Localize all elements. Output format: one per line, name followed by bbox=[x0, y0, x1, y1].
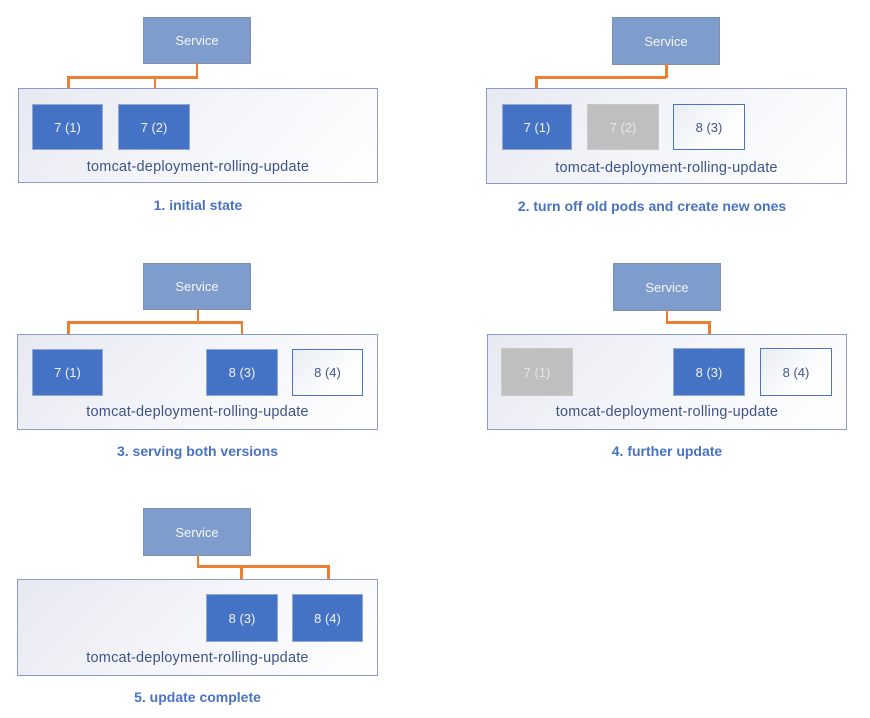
pod-label: 8 (3) bbox=[228, 365, 256, 380]
traffic-arrow-line bbox=[67, 76, 198, 79]
step-caption: 5. update complete bbox=[134, 689, 261, 705]
pod-label: 8 (4) bbox=[782, 364, 810, 380]
pod-7-1: 7 (1) bbox=[32, 349, 103, 396]
service-label: Service bbox=[175, 524, 219, 540]
traffic-arrow-line bbox=[535, 76, 666, 79]
pod-label: 8 (4) bbox=[314, 365, 341, 380]
traffic-arrow-line bbox=[327, 565, 330, 583]
traffic-arrow-line bbox=[535, 76, 538, 93]
pod-label: 8 (3) bbox=[695, 119, 723, 135]
pod-label: 8 (4) bbox=[314, 610, 341, 626]
step-caption: 2. turn off old pods and create new ones bbox=[517, 198, 787, 214]
service-label: Service bbox=[644, 33, 688, 49]
pod-7-1: 7 (1) bbox=[502, 104, 572, 150]
step-caption: 3. serving both versions bbox=[116, 443, 279, 459]
pod-label: 7 (1) bbox=[523, 364, 551, 380]
traffic-arrow-line bbox=[196, 309, 199, 323]
traffic-arrow-line bbox=[67, 321, 70, 336]
deployment-label: tomcat-deployment-rolling-update bbox=[555, 404, 779, 420]
traffic-arrow-line bbox=[665, 310, 668, 323]
pod-7-2: 7 (2) bbox=[118, 104, 190, 150]
pod-7-2-terminated: 7 (2) bbox=[587, 104, 659, 150]
step-caption: 1. initial state bbox=[153, 197, 243, 213]
traffic-arrow-line bbox=[67, 321, 243, 324]
pod-7-1-terminated: 7 (1) bbox=[501, 348, 573, 396]
service-box: Service bbox=[612, 17, 720, 65]
pod-label: 7 (2) bbox=[140, 119, 168, 135]
pod-label: 7 (2) bbox=[609, 119, 637, 135]
pod-7-1: 7 (1) bbox=[32, 104, 103, 150]
pod-label: 7 (1) bbox=[523, 119, 551, 135]
pod-8-4-creating: 8 (4) bbox=[292, 349, 363, 396]
traffic-arrow-line bbox=[67, 76, 70, 92]
step-caption: 4. further update bbox=[611, 443, 723, 459]
pod-8-3: 8 (3) bbox=[206, 594, 278, 642]
traffic-arrow-line bbox=[195, 63, 198, 78]
service-label: Service bbox=[175, 279, 219, 294]
pod-label: 8 (3) bbox=[228, 610, 256, 626]
pod-8-3: 8 (3) bbox=[673, 348, 745, 396]
traffic-arrow-line bbox=[196, 565, 330, 568]
deployment-label: tomcat-deployment-rolling-update bbox=[555, 160, 778, 176]
pod-8-4-creating: 8 (4) bbox=[760, 348, 832, 396]
pod-8-3: 8 (3) bbox=[206, 349, 278, 396]
service-box: Service bbox=[143, 17, 251, 64]
pod-label: 8 (3) bbox=[695, 364, 723, 380]
traffic-arrow-line bbox=[665, 64, 668, 78]
deployment-label: tomcat-deployment-rolling-update bbox=[86, 404, 309, 420]
service-box: Service bbox=[143, 263, 251, 310]
traffic-arrow-line bbox=[240, 565, 243, 583]
service-box: Service bbox=[143, 508, 251, 556]
deployment-label: tomcat-deployment-rolling-update bbox=[86, 650, 309, 666]
pod-8-3-creating: 8 (3) bbox=[673, 104, 745, 150]
pod-label: 7 (1) bbox=[54, 365, 81, 380]
traffic-arrow-line bbox=[240, 321, 243, 336]
deployment-label: tomcat-deployment-rolling-update bbox=[86, 159, 310, 175]
service-box: Service bbox=[613, 263, 721, 311]
traffic-arrow-line bbox=[708, 321, 711, 338]
traffic-arrow-line bbox=[153, 76, 156, 92]
service-label: Service bbox=[645, 279, 689, 295]
service-label: Service bbox=[175, 33, 219, 48]
traffic-arrow-line bbox=[665, 321, 711, 324]
pod-8-4: 8 (4) bbox=[292, 594, 363, 642]
pod-label: 7 (1) bbox=[54, 119, 81, 135]
traffic-arrow-line bbox=[196, 555, 199, 567]
